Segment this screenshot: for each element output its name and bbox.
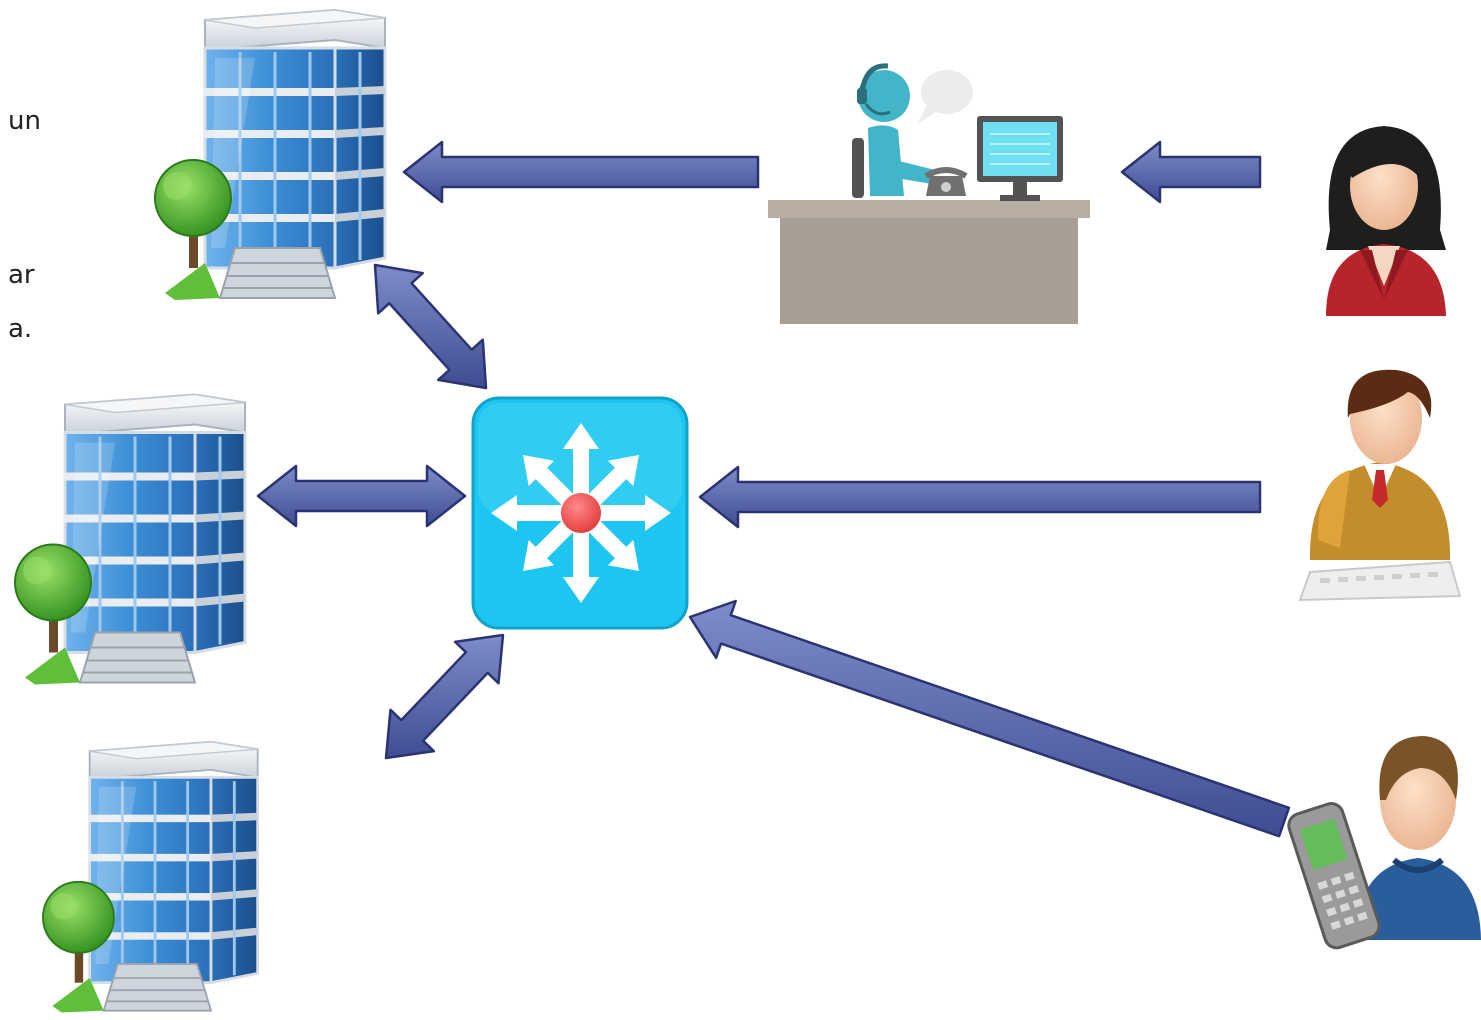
connection-arrows: [256, 140, 1291, 838]
hub-arrow-glyph: [588, 520, 639, 571]
office-building-icon: [153, 8, 387, 302]
hub-arrow-glyph: [523, 455, 574, 506]
hub-arrow-glyph: [523, 520, 574, 571]
office-building-icon: [13, 392, 247, 687]
user-at-keyboard-icon: [1298, 369, 1462, 602]
hub-arrow-glyph: [491, 495, 563, 531]
hub-arrow-glyph: [588, 455, 639, 506]
arrow-building-top-to-hub: [373, 263, 488, 390]
arrow-user-woman-to-call-center: [1120, 140, 1262, 204]
hub-arrow-glyph: [599, 495, 671, 531]
text-fragment-1: un: [8, 106, 41, 136]
hub-arrow-glyph: [563, 531, 599, 603]
text-fragment-3: a.: [8, 314, 33, 344]
layer3-switch-icon: [471, 396, 689, 630]
hub-arrow-glyph: [563, 423, 599, 495]
call-center-agent-icon: [768, 63, 1090, 324]
arrow-user-mobile-to-hub: [688, 599, 1291, 838]
arrow-building-middle-to-hub: [256, 464, 467, 528]
arrow-call-center-to-building-top: [402, 140, 760, 204]
user-with-mobile-phone-icon: [1287, 736, 1481, 950]
office-building-icon: [41, 740, 260, 1015]
businesswoman-icon: [1326, 126, 1446, 316]
text-fragment-2: ar: [8, 260, 35, 290]
arrow-building-bottom-to-hub: [384, 633, 505, 760]
arrow-user-keyboard-to-hub: [698, 465, 1262, 529]
